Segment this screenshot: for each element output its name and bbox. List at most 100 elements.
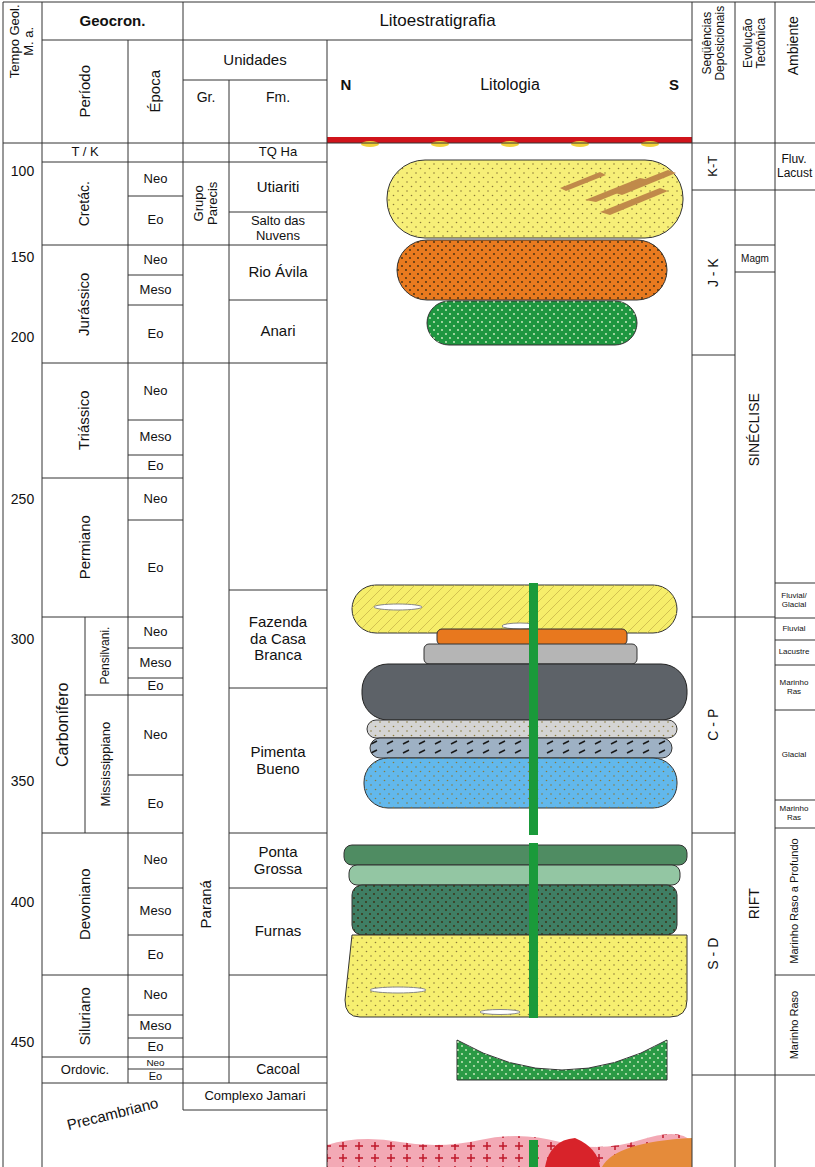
grid-line	[775, 2, 776, 1167]
grid-line	[128, 275, 183, 276]
grid-line	[128, 196, 183, 197]
grid-line	[85, 617, 86, 833]
table-cell: J - K	[692, 190, 735, 355]
siltstone-texture	[352, 885, 677, 935]
grid-line	[42, 245, 183, 246]
table-cell: Grupo Parecis	[183, 162, 229, 245]
table-cell-text: Complexo Jamari	[204, 1089, 305, 1103]
table-cell: Litologia	[400, 60, 620, 110]
grid-line	[128, 1015, 183, 1016]
sandstone-layer	[397, 240, 667, 300]
unconformity-marks	[361, 141, 659, 147]
grid-line	[229, 833, 327, 834]
table-cell: T / K	[42, 143, 128, 162]
grid-line	[775, 1075, 815, 1076]
grid-lines	[3, 2, 815, 1167]
table-cell-text: Devoniano	[77, 868, 94, 940]
table-cell: Meso	[128, 420, 183, 455]
table-cell-text: Período	[77, 65, 94, 118]
table-cell: Permiano	[42, 478, 128, 617]
table-cell: Cretác.	[42, 162, 128, 245]
grid-line	[42, 162, 183, 163]
table-cell-text: T / K	[71, 145, 98, 159]
table-cell-text: Fluvial/ Glacial	[777, 592, 811, 610]
grid-line	[42, 1083, 183, 1084]
table-cell: 450	[3, 1033, 42, 1053]
grid-line	[42, 617, 183, 618]
grid-line	[692, 833, 735, 834]
sandstone-layer	[345, 935, 687, 1017]
table-cell: Fm.	[229, 80, 327, 115]
shale-layer	[349, 865, 680, 885]
table-cell: Seqüências Deposicionais	[692, 2, 735, 85]
grid-line	[735, 190, 775, 191]
grid-line	[128, 1038, 183, 1039]
grid-line	[692, 2, 693, 1167]
table-cell: Gr.	[183, 80, 229, 115]
grid-line	[229, 1110, 327, 1111]
grid-line	[692, 355, 735, 356]
table-cell: Eo	[128, 935, 183, 975]
table-cell: Meso	[128, 888, 183, 935]
grid-line	[735, 245, 775, 246]
table-cell-text: Magm	[741, 253, 769, 264]
table-cell-text: SINÉCLISE	[747, 393, 762, 466]
grid-line	[183, 245, 229, 246]
sandstone-layer	[387, 160, 683, 238]
diamictite-texture	[370, 738, 672, 758]
sandstone-texture	[397, 240, 667, 300]
table-cell-text: 150	[11, 250, 34, 265]
grid-line	[735, 617, 775, 618]
table-cell: Rio Ávila	[229, 245, 327, 300]
grid-line	[692, 617, 735, 618]
table-cell: Ponta Grossa	[229, 833, 327, 888]
sandstone-texture	[352, 585, 677, 633]
granite-body	[545, 1138, 600, 1167]
table-cell-text: J - K	[706, 258, 721, 287]
table-cell-text: Eo	[148, 327, 164, 341]
sandstone-layer	[364, 758, 677, 808]
table-cell-text: Época	[147, 70, 164, 113]
table-cell-text: Mississippiano	[99, 722, 113, 807]
grid-line	[229, 245, 327, 246]
table-cell: Neo	[128, 162, 183, 196]
siltstone-layer	[367, 720, 677, 738]
table-cell: 400	[3, 893, 42, 913]
table-cell: Complexo Jamari	[183, 1083, 327, 1110]
grid-line	[3, 2, 4, 1167]
grid-line	[735, 272, 775, 273]
table-cell: Siluriano	[42, 975, 128, 1057]
table-cell: Neo	[128, 1057, 183, 1069]
table-cell-text: Ambiente	[786, 16, 801, 75]
table-cell: Neo	[128, 478, 183, 520]
grid-line	[229, 975, 327, 976]
grid-line	[183, 1110, 229, 1111]
grid-line	[229, 80, 230, 1083]
grid-line	[128, 520, 183, 521]
grid-line	[128, 678, 183, 679]
table-cell: C - P	[692, 617, 735, 833]
well-bar	[529, 843, 538, 1018]
table-cell-text: Paraná	[198, 880, 215, 928]
table-cell-text: K-T	[706, 156, 720, 177]
table-cell: Geocron.	[42, 2, 183, 40]
table-cell: RIFT	[735, 833, 775, 975]
table-cell: Eo	[128, 520, 183, 617]
table-cell-text: Siluriano	[77, 987, 94, 1045]
grid-line	[128, 695, 183, 696]
table-cell-text: Ordovic.	[61, 1063, 109, 1077]
grid-line	[42, 833, 183, 834]
table-cell-text: Glacial	[782, 751, 806, 760]
grid-line	[128, 1069, 183, 1070]
conglomerate-texture	[457, 1040, 667, 1080]
table-cell: Lacustre	[775, 640, 813, 665]
table-cell-text: Tempo Geol. M. a.	[8, 4, 37, 79]
table-cell: Neo	[128, 833, 183, 888]
table-cell-text: Neo	[144, 853, 168, 867]
table-cell: 300	[3, 630, 42, 650]
table-cell-text: Eo	[148, 797, 164, 811]
table-cell-text: S	[669, 77, 679, 94]
grid-line	[128, 775, 183, 776]
table-cell-text: Marinho Ras	[777, 805, 811, 823]
